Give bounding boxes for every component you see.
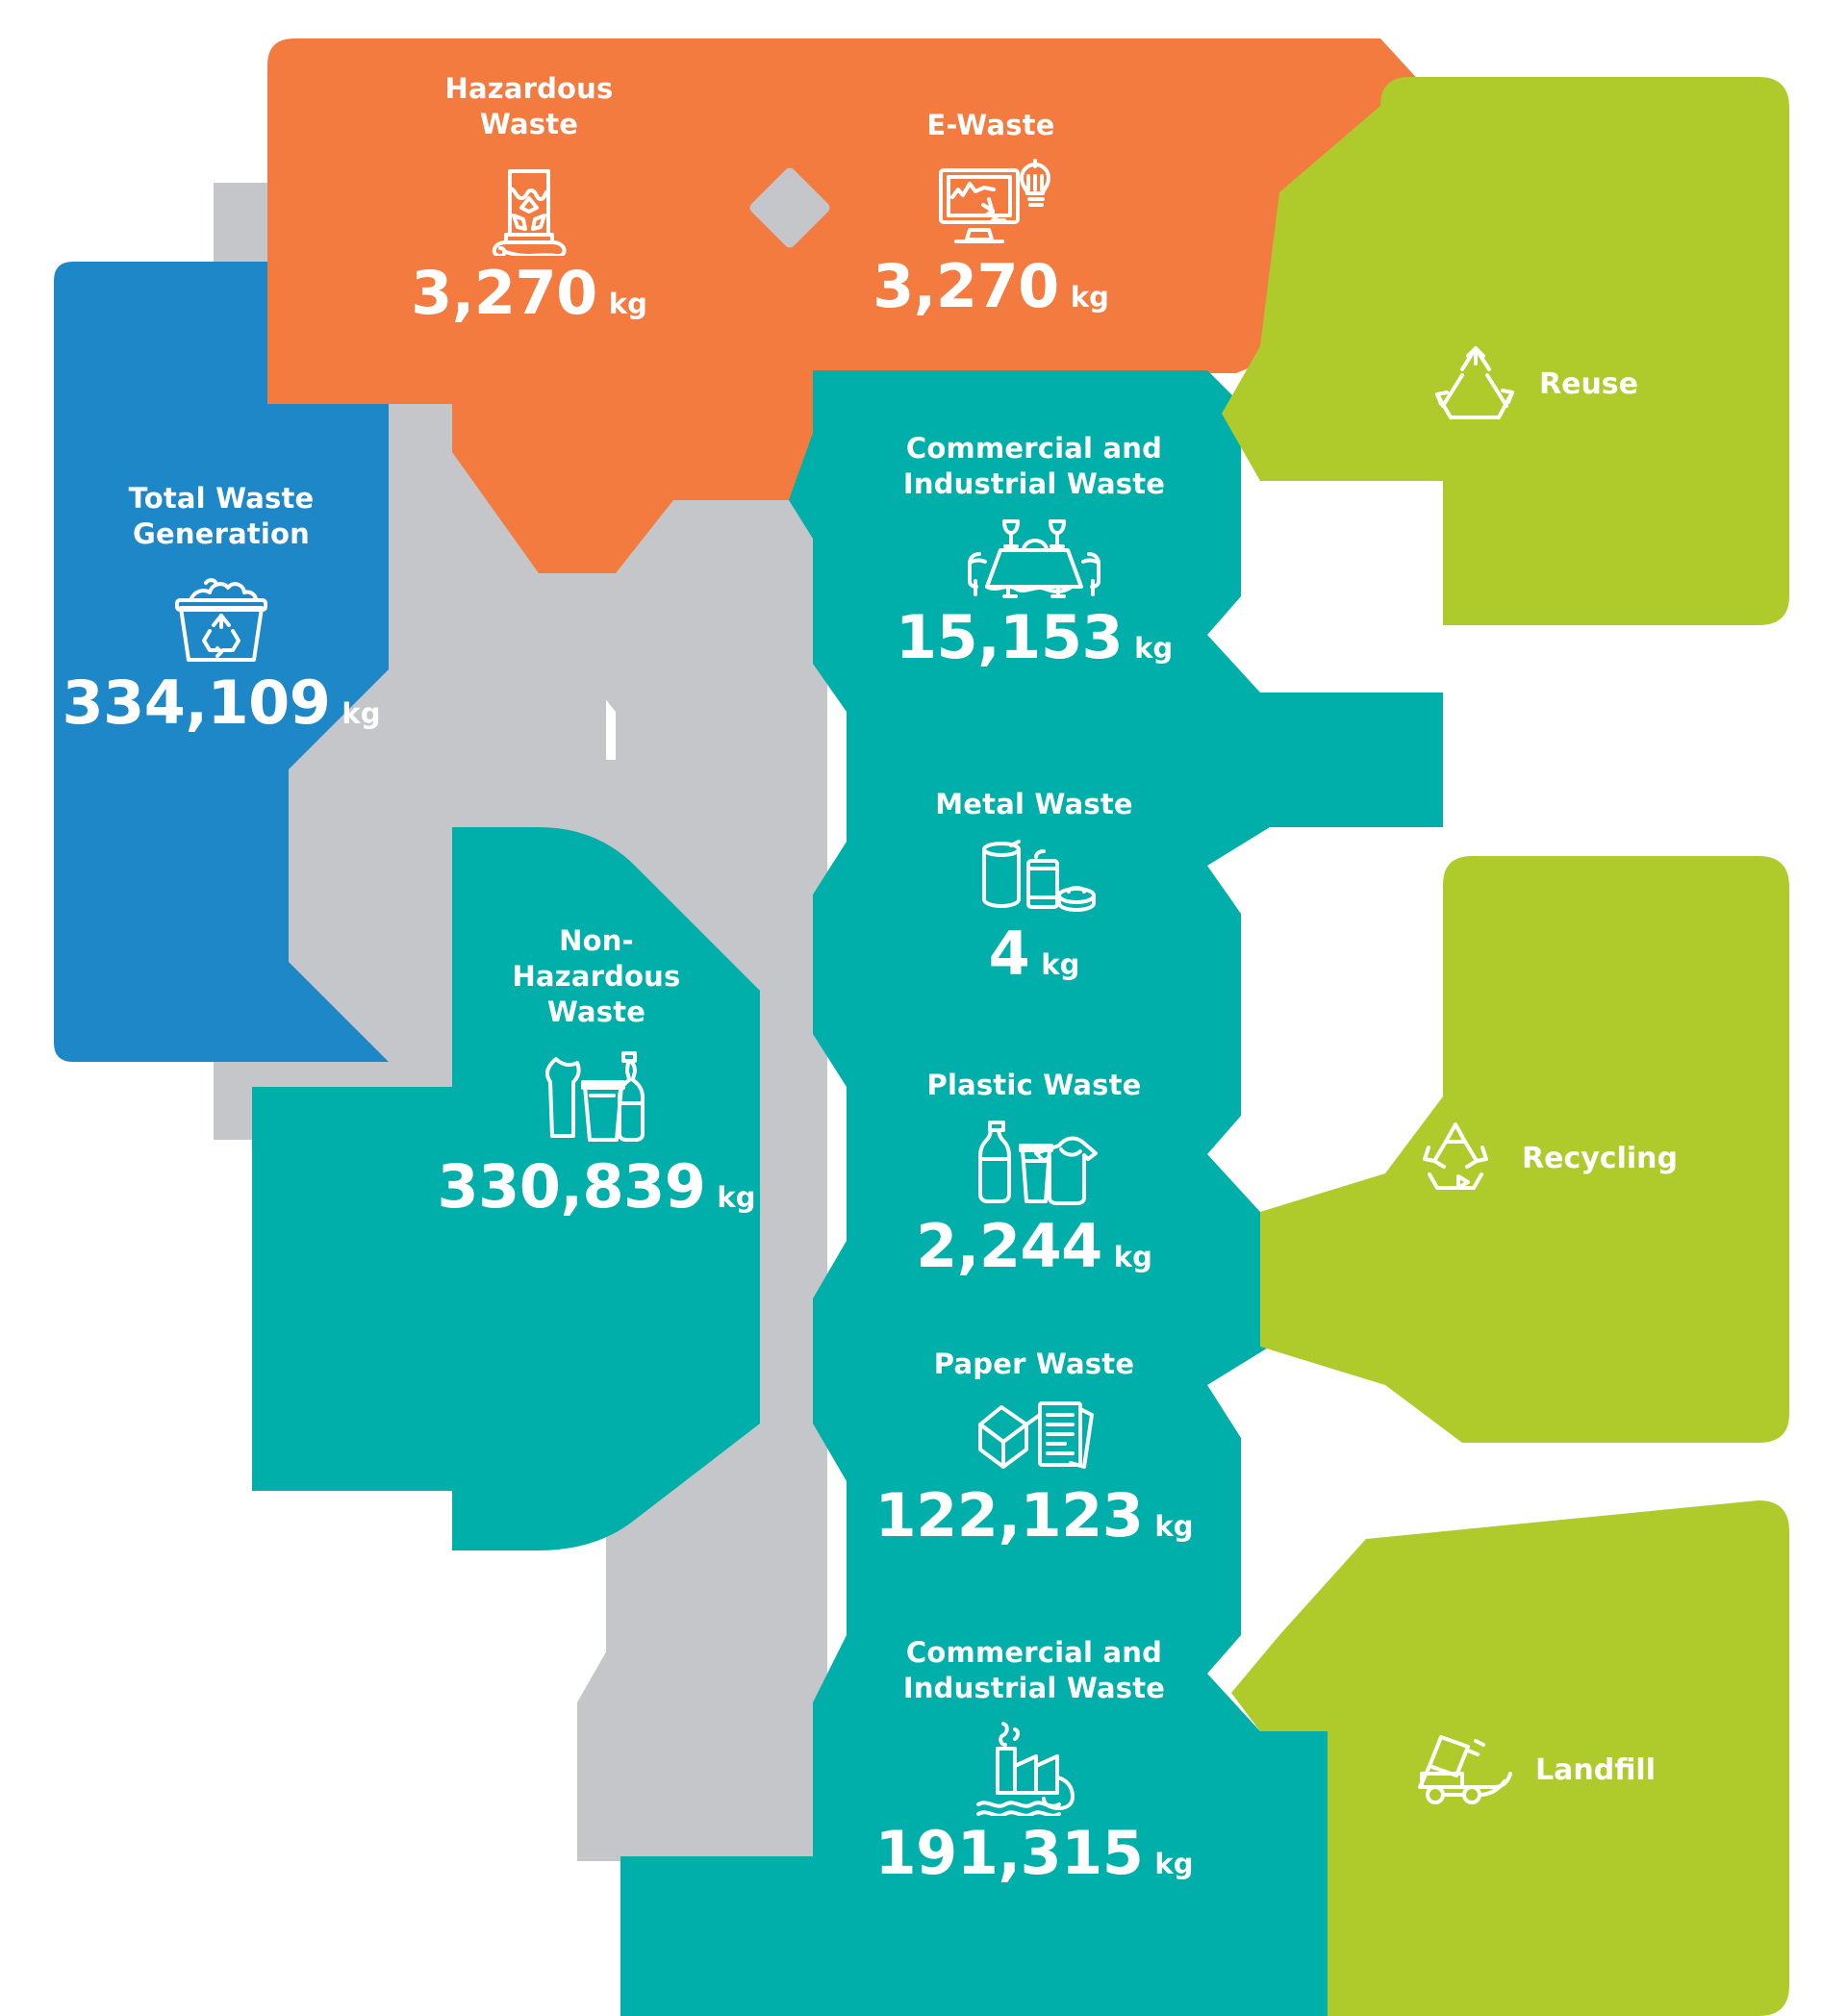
node-hazardous-title: Hazardous Waste bbox=[444, 72, 614, 141]
paper-box-documents-icon bbox=[969, 1396, 1100, 1478]
node-paper-waste[interactable]: Paper Waste 122,123 kg bbox=[822, 1347, 1246, 1546]
node-ewaste-value: 3,270 kg bbox=[873, 257, 1109, 316]
node-ewaste-title: E-Waste bbox=[926, 109, 1055, 141]
node-nonhazardous-number: 330,839 bbox=[437, 1151, 706, 1222]
node-nonhazardous-unit: kg bbox=[717, 1181, 756, 1215]
destination-reuse[interactable]: Reuse bbox=[1433, 346, 1638, 421]
node-recycling-shape[interactable] bbox=[1260, 856, 1789, 1443]
plastic-bottle-cup-icon bbox=[535, 1044, 658, 1149]
node-paper-title: Paper Waste bbox=[933, 1348, 1135, 1380]
node-commercial-industrial-waste-bottom[interactable]: Commercial and Industrial Waste 191,315 … bbox=[822, 1635, 1246, 1883]
node-paper-value: 122,123 kg bbox=[875, 1486, 1194, 1546]
node-metal-title: Metal Waste bbox=[935, 788, 1133, 820]
node-total-title: Total Waste Generation bbox=[128, 482, 315, 551]
node-ciw-bottom-unit: kg bbox=[1154, 1848, 1194, 1881]
node-plastic-value: 2,244 kg bbox=[916, 1217, 1152, 1276]
waste-bin-recycle-icon bbox=[167, 566, 275, 666]
node-ciw-bottom-title: Commercial and Industrial Waste bbox=[902, 1636, 1166, 1705]
node-ewaste[interactable]: E-Waste 3,270 kg bbox=[847, 108, 1135, 316]
reuse-arrows-icon bbox=[1433, 346, 1516, 421]
node-hazardous-number: 3,270 bbox=[411, 258, 597, 329]
factory-pollution-icon bbox=[971, 1720, 1098, 1817]
node-nonhazardous-value: 330,839 kg bbox=[438, 1157, 756, 1217]
recycling-arrows-icon bbox=[1412, 1121, 1499, 1196]
plastic-bottles-bag-icon bbox=[969, 1117, 1100, 1209]
node-nonhazardous-title: Non- Hazardous Waste bbox=[512, 924, 681, 1029]
landfill-truck-icon bbox=[1412, 1731, 1512, 1808]
dining-table-icon bbox=[962, 516, 1106, 600]
node-paper-unit: kg bbox=[1154, 1510, 1194, 1544]
node-ciw-bottom-value: 191,315 kg bbox=[875, 1824, 1194, 1883]
node-ciw-top-title: Commercial and Industrial Waste bbox=[902, 432, 1166, 501]
node-ciw-top-unit: kg bbox=[1134, 632, 1174, 666]
node-paper-number: 122,123 bbox=[874, 1480, 1144, 1551]
node-metal-value: 4 kg bbox=[989, 924, 1080, 984]
node-commercial-industrial-waste-top[interactable]: Commercial and Industrial Waste bbox=[822, 431, 1246, 668]
node-total-waste-generation[interactable]: Total Waste Generation 334,109 kg bbox=[54, 481, 389, 733]
destination-reuse-label: Reuse bbox=[1539, 366, 1639, 401]
node-total-value: 334,109 kg bbox=[63, 673, 381, 733]
node-landfill-shape[interactable] bbox=[1231, 1500, 1789, 2016]
destination-landfill-label: Landfill bbox=[1535, 1752, 1656, 1787]
node-ciw-bottom-notch bbox=[620, 1856, 813, 1991]
node-total-unit: kg bbox=[342, 697, 381, 731]
node-ewaste-unit: kg bbox=[1070, 281, 1109, 315]
node-metal-waste[interactable]: Metal Waste 4 kg bbox=[822, 787, 1246, 984]
node-metal-unit: kg bbox=[1041, 948, 1080, 982]
node-reuse-shape[interactable] bbox=[1222, 77, 1789, 625]
node-plastic-waste[interactable]: Plastic Waste 2,244 kg bbox=[822, 1068, 1246, 1276]
monitor-bulb-icon bbox=[929, 157, 1052, 249]
node-plastic-number: 2,244 bbox=[916, 1211, 1102, 1282]
node-ciw-top-number: 15,153 bbox=[895, 602, 1124, 673]
node-nonhazardous-shape[interactable] bbox=[252, 827, 760, 1550]
node-total-number: 334,109 bbox=[62, 668, 331, 739]
node-nonhazardous-waste[interactable]: Non- Hazardous Waste 330,839 kg bbox=[438, 923, 756, 1217]
node-hazardous-value: 3,270 kg bbox=[411, 264, 647, 323]
node-hazardous-shape[interactable] bbox=[267, 38, 1433, 573]
metal-cans-icon bbox=[973, 836, 1096, 917]
node-plastic-unit: kg bbox=[1113, 1241, 1152, 1274]
node-ewaste-number: 3,270 bbox=[873, 251, 1059, 322]
destination-landfill[interactable]: Landfill bbox=[1412, 1731, 1656, 1808]
hazardous-beaker-icon bbox=[479, 156, 579, 257]
node-teal-column-shape[interactable] bbox=[789, 370, 1443, 1861]
node-ciw-bottom-number: 191,315 bbox=[874, 1818, 1144, 1889]
node-ciw-top-value: 15,153 kg bbox=[896, 608, 1173, 668]
destination-recycling-label: Recycling bbox=[1522, 1141, 1678, 1175]
node-hazardous-waste[interactable]: Hazardous Waste 3,270 kg bbox=[381, 71, 677, 323]
node-hazardous-unit: kg bbox=[608, 288, 647, 321]
node-plastic-title: Plastic Waste bbox=[926, 1069, 1142, 1101]
destination-recycling[interactable]: Recycling bbox=[1412, 1121, 1678, 1196]
node-metal-number: 4 bbox=[988, 919, 1030, 990]
